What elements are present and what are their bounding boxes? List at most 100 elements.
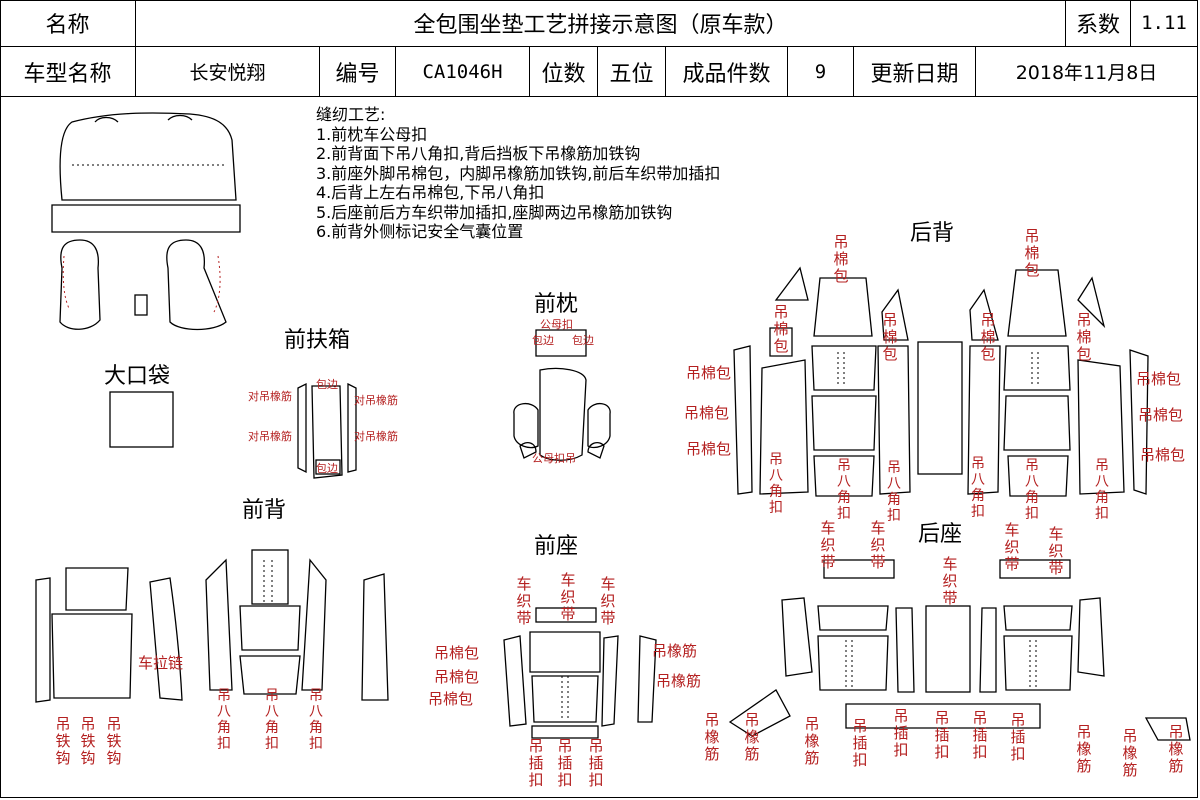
rear-seat-label: 车织带 [942, 555, 958, 607]
rear-back-label: 吊棉包 [1076, 311, 1092, 363]
section-big-pocket: 大口袋 [104, 364, 171, 389]
front-seat-label: 吊棉包 [434, 644, 480, 662]
rear-back-label: 吊棉包 [833, 233, 849, 285]
coef-label: 系数 [1066, 0, 1131, 47]
process-title: 缝纫工艺: [316, 105, 386, 124]
rear-back-label: 吊八角扣 [769, 452, 783, 516]
front-seat-pieces [503, 607, 657, 739]
rear-back-label: 吊棉包 [1140, 446, 1186, 464]
rear-seat-label: 吊橡筋 [1122, 727, 1138, 779]
rear-seat-label: 吊插扣 [972, 709, 988, 761]
headrest-label: 公母扣 [540, 318, 573, 331]
section-front-back: 前背 [242, 498, 287, 523]
front-back-label: 吊铁钩 [80, 715, 96, 767]
front-seat-label: 吊棉包 [434, 668, 480, 686]
page-title: 全包围坐垫工艺拼接示意图（原车款） [136, 0, 1066, 47]
section-front-seat: 前座 [534, 534, 579, 559]
armrest-label: 包边 [316, 462, 338, 475]
date-label: 更新日期 [854, 47, 976, 97]
rear-back-label: 吊棉包 [773, 303, 789, 355]
front-seat-label: 吊橡筋 [652, 642, 698, 660]
front-armrest-pieces [297, 382, 357, 479]
front-seat-label: 吊橡筋 [656, 672, 702, 690]
rear-seat-label: 吊橡筋 [704, 711, 720, 763]
rear-back-label: 吊棉包 [686, 364, 732, 382]
rear-seat-label: 车织带 [820, 519, 836, 571]
front-seat-label: 吊插扣 [557, 737, 573, 789]
process-step: 5.后座前后方车织带加插扣,座脚两边吊橡筋加铁钩 [316, 202, 673, 222]
front-seat-label: 车织带 [516, 575, 532, 627]
front-back-pieces [35, 549, 389, 703]
rear-back-label: 吊八角扣 [1025, 458, 1039, 522]
rear-seat-label: 车织带 [1048, 525, 1064, 577]
model-label: 车型名称 [0, 47, 136, 97]
process-step: 4.后背上左右吊棉包,下吊八角扣 [316, 183, 545, 202]
rear-seat-label: 吊橡筋 [1168, 723, 1184, 775]
rear-seat-label: 吊橡筋 [744, 711, 760, 763]
rear-back-label: 吊八角扣 [971, 456, 985, 520]
section-rear-seat: 后座 [918, 522, 963, 547]
sewing-process: 缝纫工艺: 1.前枕车公母扣 2.前背面下吊八角扣,背后挡板下吊橡筋加铁钩 3.… [316, 105, 720, 242]
rear-back-label: 吊棉包 [1138, 406, 1184, 424]
rear-back-pieces [733, 266, 1149, 497]
front-seat-label: 吊棉包 [428, 690, 474, 708]
rear-back-label: 吊棉包 [684, 404, 730, 422]
rear-seat-label: 车织带 [1004, 521, 1020, 573]
seat-overview-icon [51, 112, 241, 331]
rear-back-label: 吊棉包 [1024, 227, 1040, 279]
seats-label: 位数 [530, 47, 598, 97]
process-step: 3.前座外脚吊棉包，内脚吊橡筋加铁钩,前后车织带加插扣 [316, 163, 721, 183]
front-seat-label: 吊插扣 [528, 737, 544, 789]
rear-back-label: 吊八角扣 [1095, 458, 1109, 522]
rear-seat-label: 车织带 [870, 519, 886, 571]
headrest-label: 包边 [572, 334, 594, 347]
front-back-label: 吊八角扣 [217, 688, 231, 752]
pieces-label: 成品件数 [666, 47, 788, 97]
armrest-label: 包边 [316, 378, 338, 391]
headrest-label: 公母扣吊 [532, 452, 576, 465]
section-rear-back: 后背 [910, 221, 955, 246]
armrest-label: 对吊橡筋 [248, 390, 292, 403]
process-step: 2.前背面下吊八角扣,背后挡板下吊橡筋加铁钩 [316, 144, 641, 163]
front-seat-label: 车织带 [560, 571, 576, 623]
front-seat-label: 吊插扣 [588, 737, 604, 789]
big-pocket-piece [109, 391, 174, 448]
armrest-label: 对吊橡筋 [354, 394, 398, 407]
seats-value: 五位 [598, 47, 666, 97]
front-back-label: 吊八角扣 [309, 688, 323, 752]
armrest-label: 对吊橡筋 [354, 430, 398, 443]
coef-value: 1.11 [1131, 0, 1198, 47]
rear-back-label: 吊棉包 [1136, 370, 1182, 388]
name-label: 名称 [0, 0, 136, 47]
rear-back-label: 吊八角扣 [837, 458, 851, 522]
model-value: 长安悦翔 [136, 47, 320, 97]
armrest-label: 对吊橡筋 [248, 430, 292, 443]
front-back-label: 吊铁钩 [55, 715, 71, 767]
process-step: 6.前背外侧标记安全气囊位置 [316, 222, 524, 241]
rear-seat-pieces [728, 559, 1191, 741]
rear-seat-label: 吊橡筋 [1076, 723, 1092, 775]
rear-seat-label: 吊插扣 [1010, 711, 1026, 763]
rear-seat-label: 吊插扣 [893, 707, 909, 759]
headrest-label: 包边 [532, 334, 554, 347]
code-label: 编号 [320, 47, 396, 97]
rear-seat-label: 吊橡筋 [804, 715, 820, 767]
rear-seat-label: 吊插扣 [852, 717, 868, 769]
date-value: 2018年11月8日 [976, 47, 1198, 97]
section-front-headrest: 前枕 [534, 292, 579, 317]
rear-back-label: 吊八角扣 [887, 460, 901, 524]
code-value: CA1046H [396, 47, 530, 97]
rear-back-label: 吊棉包 [882, 311, 898, 363]
front-headrest-pieces [513, 329, 611, 461]
front-seat-label: 车织带 [600, 575, 616, 627]
front-back-label: 吊八角扣 [265, 688, 279, 752]
process-step: 1.前枕车公母扣 [316, 124, 428, 144]
pieces-value: 9 [788, 47, 854, 97]
rear-seat-label: 吊插扣 [934, 709, 950, 761]
front-back-label: 吊铁钩 [106, 715, 122, 767]
rear-back-label: 吊棉包 [686, 440, 732, 458]
front-back-label: 车拉链 [138, 654, 184, 672]
rear-back-label: 吊棉包 [980, 311, 996, 363]
